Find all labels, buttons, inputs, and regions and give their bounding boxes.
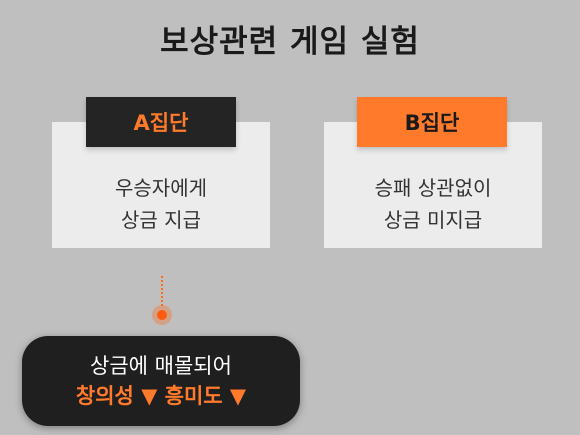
group-a-description-line: 우승자에게	[115, 176, 207, 200]
callout-result-text: 창의성 ▼ 흥미도 ▼	[75, 384, 247, 408]
group-a-description: 우승자에게 상금 지급	[52, 172, 270, 236]
group-b-label: B집단	[357, 97, 507, 147]
callout-text: 상금에 매몰되어	[90, 354, 232, 378]
page-title: 보상관련 게임 실험	[160, 24, 420, 60]
connector-dot-icon	[152, 305, 172, 325]
dotted-connector-line	[161, 276, 163, 306]
group-a-label: A집단	[86, 97, 236, 147]
callout-bubble	[22, 336, 300, 426]
group-b-description: 승패 상관없이 상금 미지급	[324, 172, 542, 236]
group-b-description-line: 상금 미지급	[383, 208, 483, 232]
group-a-description-line: 상금 지급	[121, 208, 201, 232]
group-b-description-line: 승패 상관없이	[374, 176, 492, 200]
